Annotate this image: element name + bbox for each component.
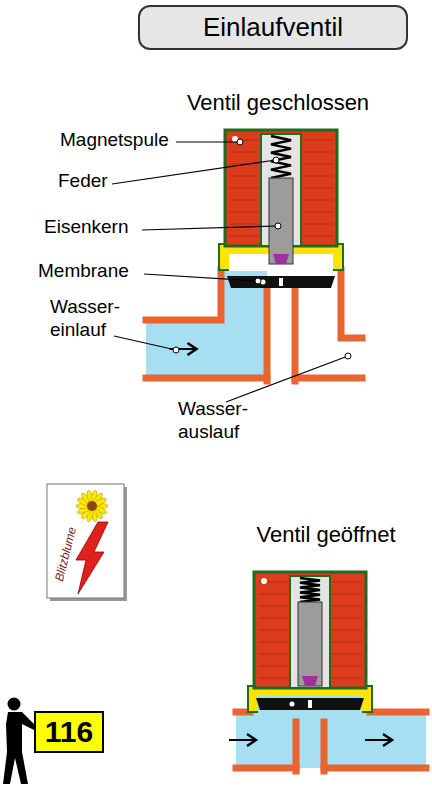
iron-core	[298, 602, 322, 686]
leader-line	[112, 160, 276, 184]
flow-arrow	[170, 343, 197, 355]
valve-body	[236, 712, 426, 771]
spring	[271, 136, 291, 178]
part-label: Wasser- auslauf	[178, 398, 260, 444]
yoke-plate	[248, 686, 372, 713]
logo	[47, 484, 127, 601]
spring	[300, 578, 320, 602]
part-label: Wasser- einlauf	[50, 296, 132, 342]
leader-line	[144, 274, 258, 281]
part-label: Magnetspule	[60, 129, 169, 152]
valve-open	[229, 572, 426, 771]
leader-dot	[237, 139, 243, 145]
leader-dot	[275, 223, 281, 229]
leader-dot	[173, 347, 179, 353]
leader-line	[226, 356, 348, 402]
leader-dot	[345, 353, 351, 359]
solenoid-coil	[254, 572, 366, 688]
part-label: Feder	[58, 170, 108, 193]
page-number: 116	[45, 714, 93, 750]
pointing-figure	[3, 698, 34, 785]
water	[236, 710, 426, 768]
valve-closed	[146, 130, 362, 381]
part-label: Eisenkern	[44, 216, 129, 239]
iron-core	[269, 178, 293, 264]
flow-arrow	[365, 734, 392, 746]
leader-line	[114, 336, 176, 350]
membrane	[256, 698, 364, 710]
view-heading: Ventil geschlossen	[187, 90, 369, 116]
page-number-box: 116	[34, 711, 104, 753]
leader-dot	[255, 278, 261, 284]
leader-lines	[112, 139, 351, 402]
part-label: Membrane	[38, 260, 129, 283]
view-heading: Ventil geöffnet	[256, 522, 395, 548]
leader-line	[142, 226, 278, 230]
leader-dot	[273, 157, 279, 163]
valve-body	[146, 270, 362, 381]
title-box: Einlaufventil	[138, 5, 408, 50]
flow-arrow	[229, 734, 256, 746]
membrane	[227, 276, 335, 288]
leader-line	[176, 141, 240, 142]
